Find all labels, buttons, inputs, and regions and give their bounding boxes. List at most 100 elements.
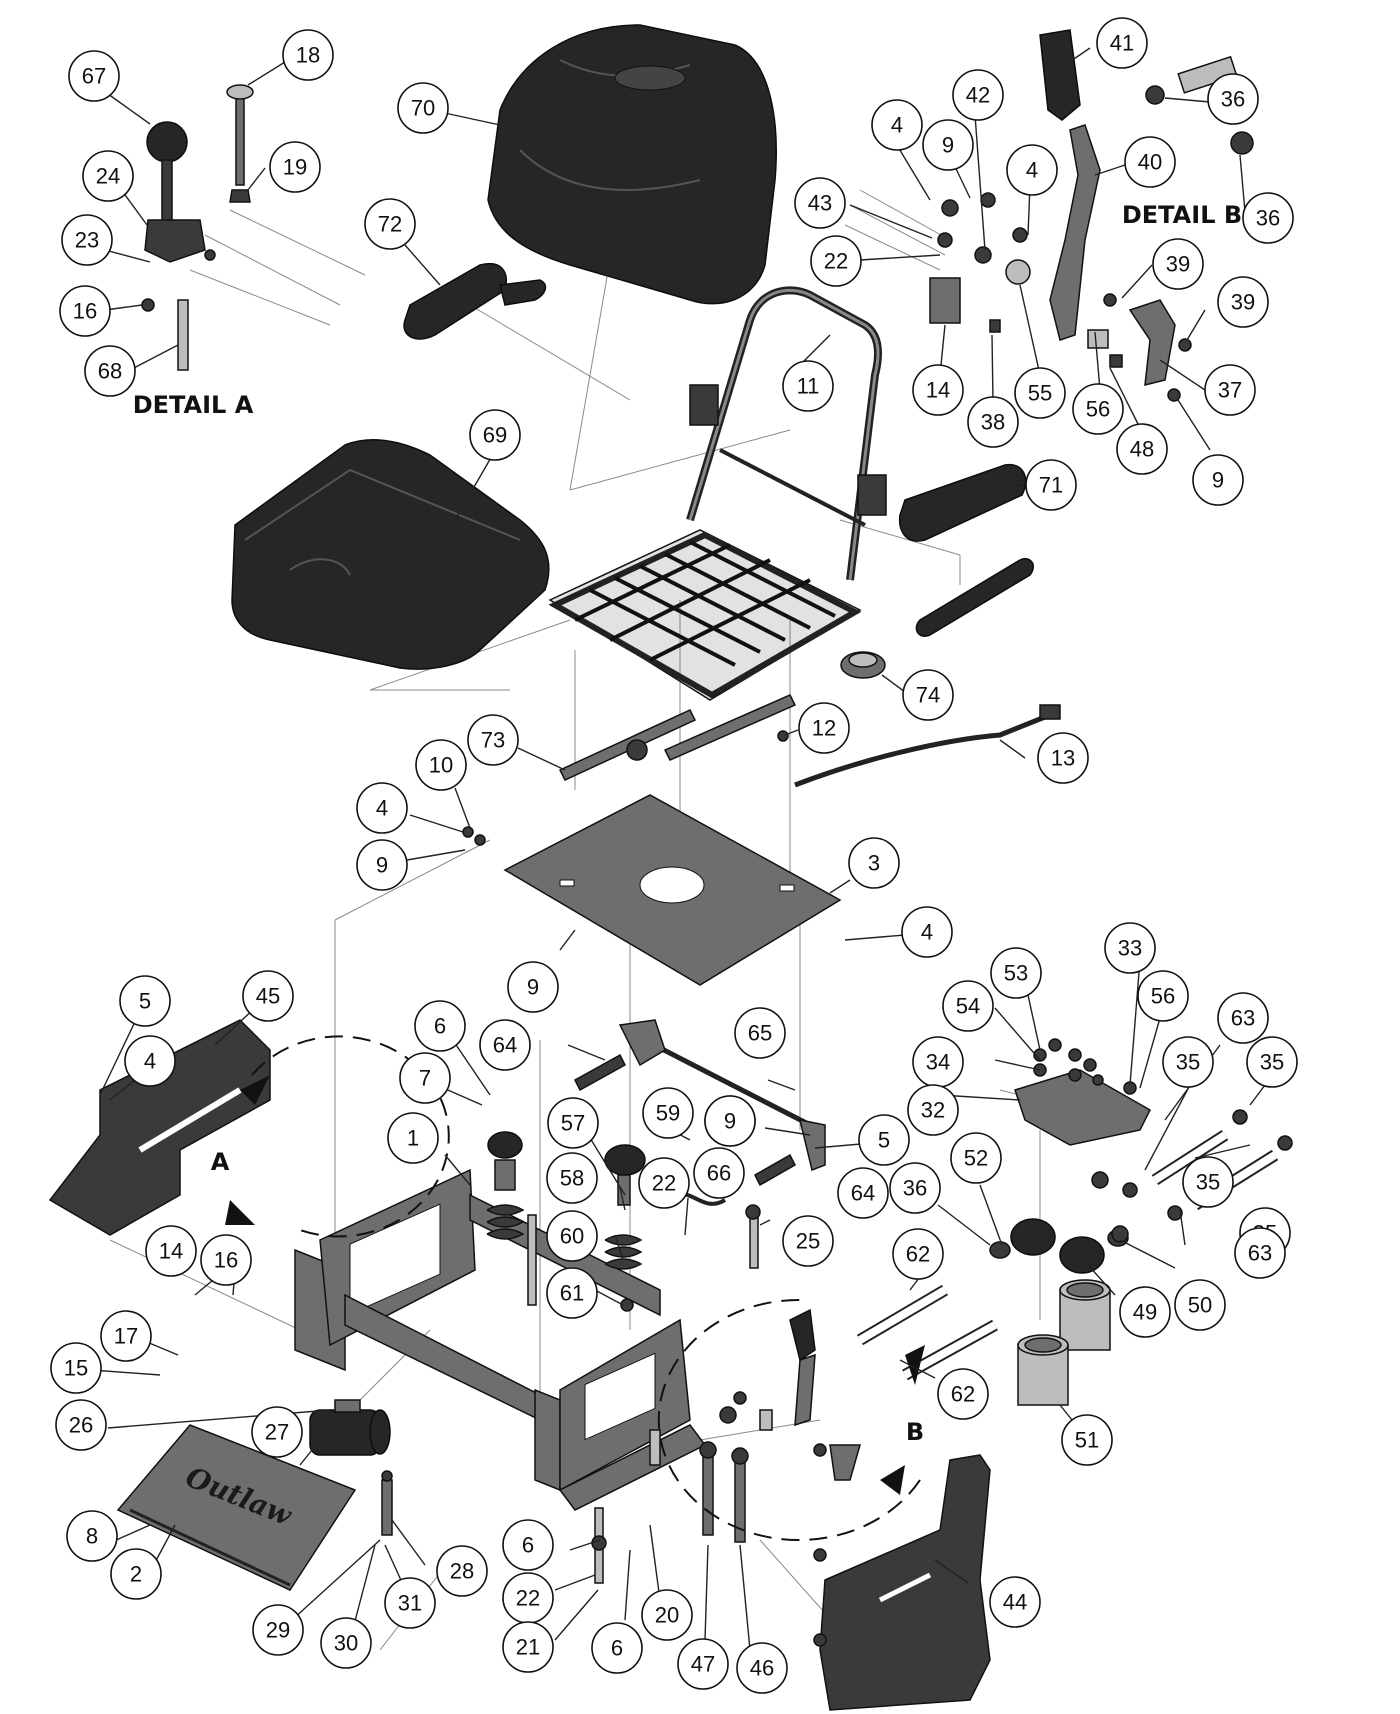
callout-22: 22 — [810, 235, 862, 287]
callout-number: 34 — [926, 1050, 950, 1075]
callout-number: 14 — [926, 378, 950, 403]
detail-a-label: DETAIL A — [133, 391, 254, 419]
callout-circle — [59, 285, 111, 337]
callout-19: 19 — [269, 141, 321, 193]
callout-6: 6 — [502, 1519, 554, 1571]
callout-number: 51 — [1075, 1428, 1099, 1453]
callout-number: 22 — [652, 1171, 676, 1196]
callout-circle — [1061, 1414, 1113, 1466]
callout-14: 14 — [145, 1225, 197, 1277]
callout-47: 47 — [677, 1638, 729, 1690]
callout-43: 43 — [794, 177, 846, 229]
callout-67: 67 — [68, 50, 120, 102]
callout-circle — [950, 1132, 1002, 1184]
callout-circle — [937, 1368, 989, 1420]
callout-55: 55 — [1014, 367, 1066, 419]
callout-number: 73 — [481, 728, 505, 753]
callout-circle — [356, 839, 408, 891]
callout-71: 71 — [1025, 459, 1077, 511]
callout-number: 54 — [956, 994, 980, 1019]
callout-63: 63 — [1217, 992, 1269, 1044]
callout-64: 64 — [837, 1167, 889, 1219]
callout-number: 21 — [516, 1635, 540, 1660]
callout-circle — [320, 1617, 372, 1669]
callout-number: 50 — [1188, 1293, 1212, 1318]
callout-circle — [547, 1097, 599, 1149]
seat-switch — [840, 651, 886, 679]
callout-circle — [66, 1510, 118, 1562]
callout-circle — [68, 50, 120, 102]
callout-56: 56 — [1137, 970, 1189, 1022]
callout-circle — [1014, 367, 1066, 419]
callout-number: 67 — [82, 64, 106, 89]
callout-57: 57 — [547, 1097, 599, 1149]
callout-52: 52 — [950, 1132, 1002, 1184]
callout-circle — [734, 1007, 786, 1059]
callout-circle — [55, 1399, 107, 1451]
callout-number: 23 — [75, 228, 99, 253]
callout-36: 36 — [889, 1162, 941, 1214]
callout-61: 61 — [546, 1267, 598, 1319]
callout-circle — [1116, 423, 1168, 475]
callout-circle — [251, 1406, 303, 1458]
callout-circle — [858, 1114, 910, 1166]
callout-circle — [638, 1157, 690, 1209]
callout-39: 39 — [1152, 238, 1204, 290]
callout-circle — [1174, 1279, 1226, 1331]
callout-circle — [50, 1342, 102, 1394]
callout-circle — [871, 99, 923, 151]
suspension-springs — [486, 1131, 761, 1312]
callout-9: 9 — [704, 1095, 756, 1147]
callout-17: 17 — [100, 1310, 152, 1362]
callout-circle — [242, 970, 294, 1022]
callout-circle — [356, 782, 408, 834]
callout-number: 60 — [560, 1224, 584, 1249]
callout-circle — [704, 1095, 756, 1147]
callout-16: 16 — [200, 1234, 252, 1286]
callout-number: 5 — [139, 989, 151, 1014]
callout-29: 29 — [252, 1604, 304, 1656]
callout-41: 41 — [1096, 17, 1148, 69]
callout-number: 6 — [522, 1533, 534, 1558]
callout-50: 50 — [1174, 1279, 1226, 1331]
callout-number: 62 — [951, 1382, 975, 1407]
callout-65: 65 — [734, 1007, 786, 1059]
callout-4: 4 — [901, 906, 953, 958]
callout-circle — [1246, 1036, 1298, 1088]
callout-8: 8 — [66, 1510, 118, 1562]
callout-number: 68 — [98, 359, 122, 384]
callout-number: 42 — [966, 83, 990, 108]
callout-circle — [1072, 383, 1124, 435]
callout-number: 5 — [878, 1128, 890, 1153]
callout-58: 58 — [546, 1152, 598, 1204]
callout-number: 56 — [1151, 984, 1175, 1009]
callout-number: 26 — [69, 1413, 93, 1438]
callout-27: 27 — [251, 1406, 303, 1458]
callout-45: 45 — [242, 970, 294, 1022]
callout-circle — [1025, 459, 1077, 511]
callout-circle — [479, 1019, 531, 1071]
detail-b-marker: B — [657, 1298, 925, 1541]
callout-42: 42 — [952, 69, 1004, 121]
callout-circle — [546, 1210, 598, 1262]
callout-number: 44 — [1003, 1590, 1027, 1615]
callout-circle — [119, 975, 171, 1027]
callout-36: 36 — [1242, 192, 1294, 244]
callout-circle — [1006, 144, 1058, 196]
callout-number: 32 — [921, 1098, 945, 1123]
callout-68: 68 — [84, 345, 136, 397]
callout-53: 53 — [990, 947, 1042, 999]
callout-number: 9 — [724, 1109, 736, 1134]
callout-number: 22 — [516, 1586, 540, 1611]
callout-circle — [989, 1576, 1041, 1628]
callout-number: 4 — [376, 796, 388, 821]
callout-35: 35 — [1246, 1036, 1298, 1088]
callout-circle — [61, 214, 113, 266]
motor — [309, 1399, 391, 1456]
callout-number: 9 — [942, 133, 954, 158]
callout-31: 31 — [384, 1577, 436, 1629]
callout-35: 35 — [1182, 1156, 1234, 1208]
callout-4: 4 — [1006, 144, 1058, 196]
detail-b-label: DETAIL B — [1122, 201, 1242, 229]
callout-circle — [1192, 454, 1244, 506]
